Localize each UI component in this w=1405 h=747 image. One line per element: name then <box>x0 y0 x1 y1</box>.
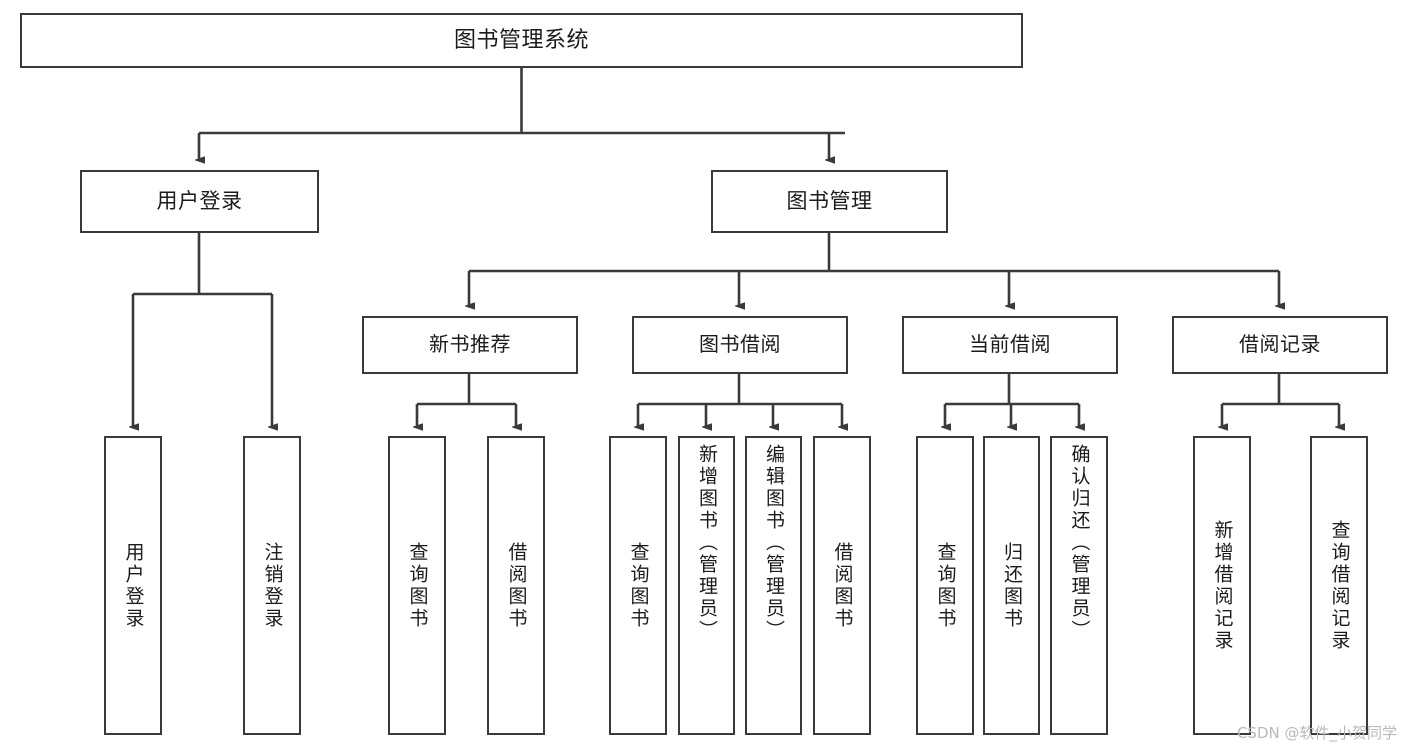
node-label: 归还图书 <box>1001 541 1023 630</box>
node-label: 图书管理系统 <box>453 27 589 53</box>
node-leaf-add-borrow-record[interactable]: 新增借阅记录 <box>1193 436 1251 735</box>
node-label: 用户登录 <box>122 541 145 630</box>
node-label: 编辑图书（管理员） <box>763 444 785 642</box>
node-leaf-query-book-recommend[interactable]: 查询图书 <box>388 436 446 735</box>
node-label: 查询图书 <box>934 541 957 630</box>
node-leaf-query-book-current[interactable]: 查询图书 <box>916 436 974 735</box>
node-new-book-recommend[interactable]: 新书推荐 <box>362 316 578 374</box>
node-leaf-query-borrow-record[interactable]: 查询借阅记录 <box>1310 436 1368 735</box>
node-current-borrow[interactable]: 当前借阅 <box>902 316 1118 374</box>
node-label: 新增图书（管理员） <box>696 444 718 642</box>
node-label: 借阅图书 <box>505 541 528 630</box>
node-leaf-edit-book-admin[interactable]: 编辑图书（管理员） <box>745 436 802 735</box>
csdn-watermark: CSDN @软件_小贺同学 <box>1236 724 1397 742</box>
node-label: 查询图书 <box>627 541 650 630</box>
node-label: 查询借阅记录 <box>1328 519 1351 652</box>
node-borrow-record[interactable]: 借阅记录 <box>1172 316 1388 374</box>
node-book-management-system[interactable]: 图书管理系统 <box>20 13 1023 68</box>
node-label: 查询图书 <box>406 541 429 630</box>
node-leaf-query-book-borrow[interactable]: 查询图书 <box>609 436 667 735</box>
node-leaf-logout-login[interactable]: 注销登录 <box>243 436 301 735</box>
node-leaf-user-login[interactable]: 用户登录 <box>104 436 162 735</box>
node-label: 新增借阅记录 <box>1211 519 1234 652</box>
node-label: 借阅图书 <box>831 541 854 630</box>
node-label: 确认归还（管理员） <box>1068 444 1091 642</box>
node-leaf-confirm-return-admin[interactable]: 确认归还（管理员） <box>1050 436 1108 735</box>
node-label: 注销登录 <box>261 541 284 630</box>
node-label: 借阅记录 <box>1239 332 1321 357</box>
node-leaf-borrow-book[interactable]: 借阅图书 <box>813 436 871 735</box>
node-book-management[interactable]: 图书管理 <box>711 170 948 233</box>
node-label: 图书借阅 <box>699 332 781 357</box>
node-label: 新书推荐 <box>429 332 511 357</box>
node-book-borrow[interactable]: 图书借阅 <box>632 316 848 374</box>
node-leaf-return-book[interactable]: 归还图书 <box>983 436 1040 735</box>
node-user-login[interactable]: 用户登录 <box>80 170 319 233</box>
node-label: 用户登录 <box>156 189 243 214</box>
node-leaf-borrow-book-recommend[interactable]: 借阅图书 <box>487 436 545 735</box>
node-label: 当前借阅 <box>969 332 1051 357</box>
node-leaf-add-book-admin[interactable]: 新增图书（管理员） <box>678 436 735 735</box>
node-label: 图书管理 <box>786 189 873 214</box>
